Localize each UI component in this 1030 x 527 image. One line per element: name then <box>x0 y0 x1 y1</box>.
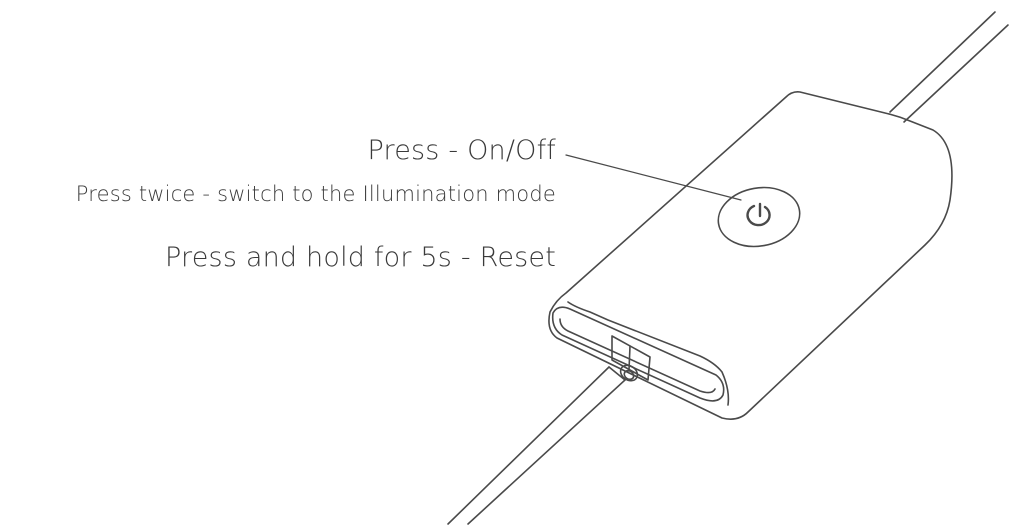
press-twice-label: Press twice - switch to the Illumination… <box>75 182 556 206</box>
end-cap-outer <box>551 306 725 402</box>
upper-cable <box>889 11 1009 123</box>
press-on-off-label: Press - On/Off <box>367 135 556 166</box>
end-cap-inner <box>559 318 716 394</box>
lower-cable <box>447 366 626 525</box>
press-hold-reset-label: Press and hold for 5s - Reset <box>165 242 556 273</box>
power-icon <box>746 204 771 227</box>
press-leader-line <box>565 154 742 201</box>
controller-body <box>548 91 953 420</box>
top-face-edge <box>567 301 730 406</box>
cable-port <box>611 335 651 382</box>
power-button <box>717 186 801 248</box>
